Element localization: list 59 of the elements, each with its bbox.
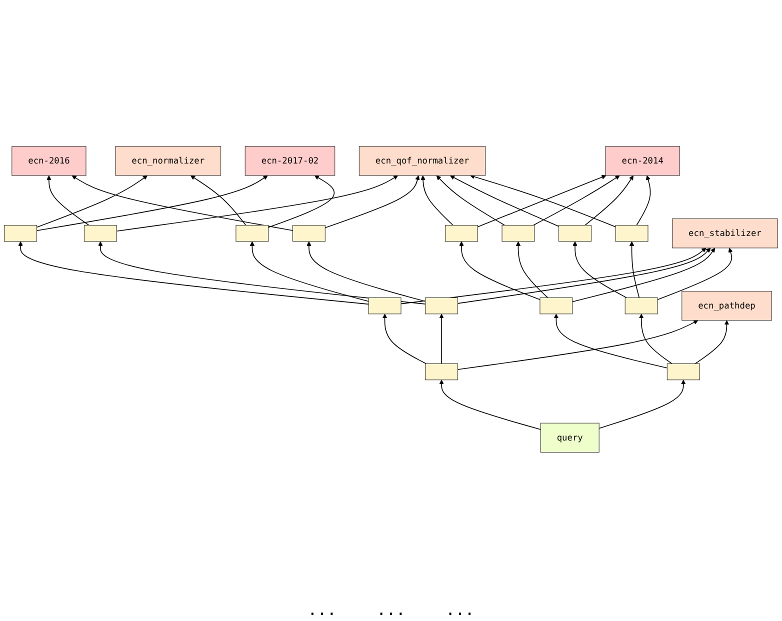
arrow (572, 247, 716, 302)
arrow (382, 313, 426, 364)
arrow (420, 174, 454, 226)
node-box (558, 224, 592, 242)
arrow (36, 174, 268, 231)
arrow (598, 379, 686, 428)
ellipsis-label: ... (376, 600, 406, 619)
arrow (584, 174, 634, 226)
arrow (694, 320, 730, 364)
arrow (306, 240, 426, 302)
arrow (436, 174, 506, 226)
node-box: ecn-2017-02 (244, 146, 336, 176)
arrow (532, 174, 620, 226)
arrow (324, 174, 420, 228)
node-box (425, 363, 458, 380)
arrow (36, 174, 148, 228)
arrow (657, 247, 733, 300)
arrow (268, 174, 335, 228)
arrow (572, 240, 627, 298)
node-box: ecn-2014 (605, 146, 680, 176)
arrow (400, 247, 706, 304)
arrow (457, 247, 711, 304)
arrow (629, 240, 640, 298)
ellipsis-label: ... (308, 600, 337, 619)
arrow (554, 313, 668, 368)
node-box (666, 363, 700, 380)
arrow (459, 240, 540, 300)
arrow (457, 320, 698, 370)
node-box: ecn-2016 (12, 146, 86, 176)
arrow (516, 240, 548, 298)
node-box: ecn_qof_normalizer (358, 146, 486, 176)
node-box (425, 297, 458, 314)
arrow (450, 174, 560, 226)
arrow (18, 240, 369, 304)
node-box (4, 224, 38, 242)
arrow (98, 240, 426, 304)
arrow (636, 174, 651, 226)
arrow (116, 174, 398, 232)
node-box: query (540, 422, 600, 452)
node-box (502, 224, 535, 242)
node-box (624, 297, 658, 314)
node-box: ecn_normalizer (115, 146, 222, 176)
arrow (250, 240, 369, 302)
arrow (638, 313, 672, 364)
node-box (540, 297, 573, 314)
node-box: ecn_pathdep (682, 290, 772, 320)
arrow (190, 174, 246, 226)
node-box (444, 224, 478, 242)
ellipsis-label: ... (445, 600, 474, 619)
node-box (84, 224, 117, 242)
arrow (46, 174, 90, 226)
node-box (615, 224, 648, 242)
node-box: ecn_stabilizer (672, 218, 778, 248)
arrow (439, 379, 542, 430)
node-box (292, 224, 326, 242)
arrow (439, 313, 444, 364)
node-box (368, 297, 402, 314)
arrow (72, 174, 294, 231)
node-box (236, 224, 269, 242)
